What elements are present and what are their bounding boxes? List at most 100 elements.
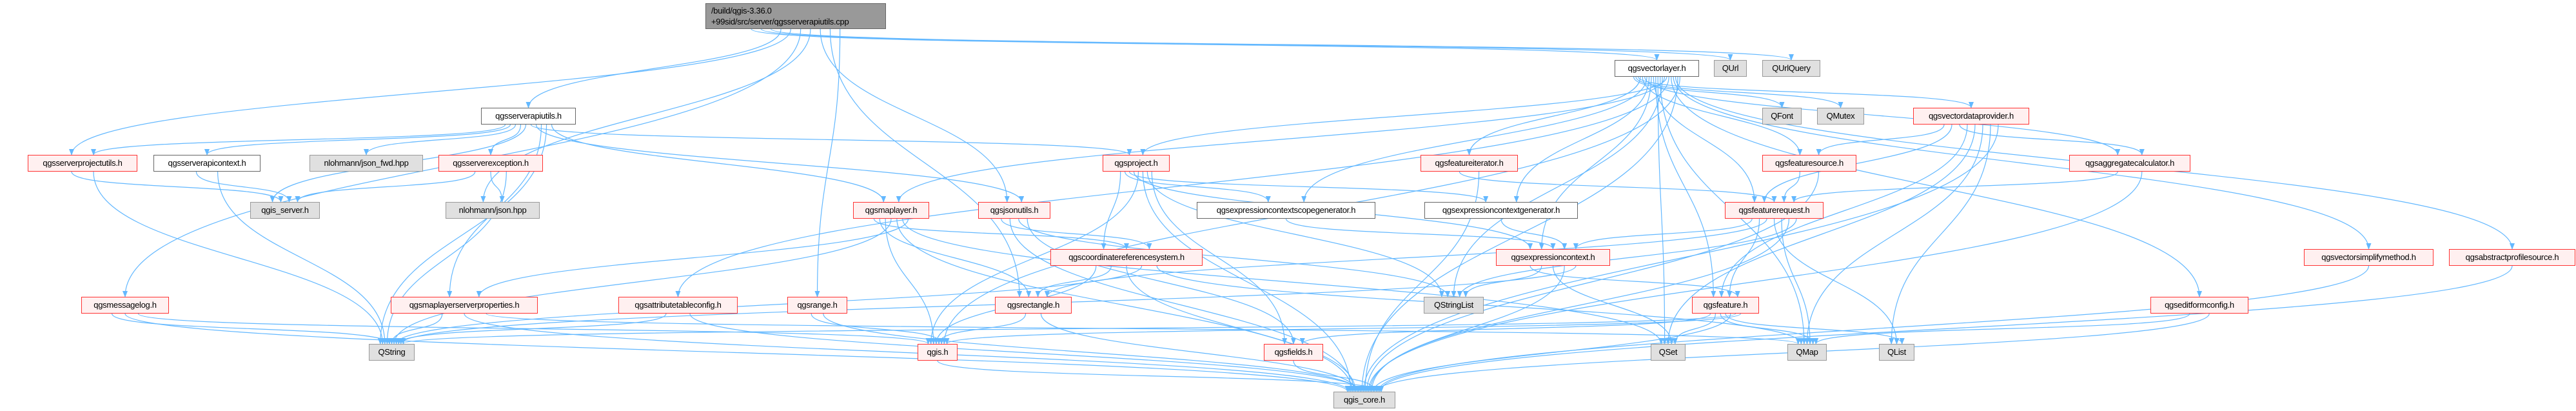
node-exprcontext[interactable]: qgsexpressioncontext.h [1496, 249, 1610, 266]
edge-aggregatecalculator-to-featurerequest [1791, 171, 2118, 203]
edge-vectordataprovider-to-featurerequest [1762, 124, 1952, 203]
edge-qgis-to-qgiscore [937, 360, 1384, 392]
edge-crs-to-rectangle [1035, 265, 1112, 297]
node-qset[interactable]: QSet [1651, 344, 1686, 361]
edge-main-to-qurlquery [771, 28, 1794, 61]
edge-vectorlayer-to-qstringlist [1451, 76, 1663, 297]
edge-vectorlayer-to-editformconfig [1671, 76, 2202, 297]
edge-vectorlayer-to-feature [1655, 76, 1716, 297]
edge-range-to-qgis [811, 313, 945, 345]
node-qgiscore[interactable]: qgis_core.h [1333, 392, 1395, 408]
node-crs[interactable]: qgscoordinatereferencesystem.h [1050, 249, 1203, 266]
node-qgisserver[interactable]: qgis_server.h [250, 202, 320, 219]
node-serverprojectutils[interactable]: qgsserverprojectutils.h [28, 155, 137, 172]
node-qlist[interactable]: QList [1879, 344, 1914, 361]
node-qurl[interactable]: QUrl [1714, 60, 1747, 77]
node-range[interactable]: qgsrange.h [787, 297, 847, 314]
edge-jsonutils-to-qstringlist [1018, 218, 1451, 297]
edge-vectorlayer-to-project [1140, 76, 1667, 155]
node-qgis[interactable]: qgis.h [918, 344, 958, 361]
edge-exprgen-to-exprcontext [1500, 218, 1568, 250]
edge-attrtableconfig-to-qgiscore [689, 313, 1363, 392]
node-mlserverprops[interactable]: qgsmaplayerserverproperties.h [391, 297, 538, 314]
node-vectordataprovider[interactable]: qgsvectordataprovider.h [1913, 108, 2029, 125]
node-vectorlayer[interactable]: qgsvectorlayer.h [1615, 60, 1699, 77]
edge-serverapiutils-to-serverexception [488, 124, 522, 155]
edge-maplayer-to-qgiscore [896, 218, 1355, 392]
edge-vectorlayer-to-exprscopegen [1301, 76, 1647, 203]
edge-mlserverprops-to-qmap [486, 313, 1801, 345]
edge-serverprojectutils-to-qstring [93, 171, 386, 345]
edge-vectordataprovider-to-feature [1718, 124, 1968, 297]
edge-vectordataprovider-to-aggregatecalculator [1959, 124, 2145, 155]
main-file-node[interactable]: /build/qgis-3.36.0 +99sid/src/server/qgs… [705, 3, 886, 29]
node-simplify[interactable]: qgsvectorsimplifymethod.h [2304, 249, 2433, 266]
edge-featuresource-to-featurerequest [1781, 171, 1800, 203]
edge-project-to-qgiscore [1142, 171, 1353, 392]
node-editformconfig[interactable]: qgseditformconfig.h [2150, 297, 2248, 314]
edge-vectorlayer-to-featureiterator [1466, 76, 1641, 155]
node-featuresource[interactable]: qgsfeaturesource.h [1762, 155, 1856, 172]
edge-exprscopegen-to-exprcontext [1285, 218, 1556, 250]
edge-exprcontext-to-qstring [398, 265, 1577, 345]
node-qstring[interactable]: QString [369, 344, 415, 361]
edge-feature-to-qstring [400, 313, 1736, 345]
edge-serverapiutils-to-jsonutils [535, 124, 1025, 203]
node-aggregatecalculator[interactable]: qgsaggregatecalculator.h [2069, 155, 2190, 172]
node-qurlquery[interactable]: QUrlQuery [1762, 60, 1820, 77]
edge-main-to-vectorlayer [751, 28, 1660, 61]
edge-rectangle-to-qgis [936, 313, 1027, 345]
node-profilesource[interactable]: qgsabstractprofilesource.h [2449, 249, 2575, 266]
edge-crs-to-qgiscore [1126, 265, 1359, 392]
edge-exprcontext-to-qgiscore [1369, 265, 1565, 392]
edge-featureiterator-to-featurerequest [1459, 171, 1777, 203]
edge-maplayer-to-qgis [885, 218, 936, 345]
edge-vectordataprovider-to-qlist [1889, 124, 1991, 345]
edge-maplayer-to-rectangle [879, 218, 1032, 297]
node-qmap[interactable]: QMap [1787, 344, 1827, 361]
edge-vectordataprovider-to-qmap [1804, 124, 1983, 345]
node-serverapiutils[interactable]: qgsserverapiutils.h [481, 108, 576, 125]
node-maplayer[interactable]: qgsmaplayer.h [853, 202, 929, 219]
node-qmutex[interactable]: QMutex [1817, 108, 1864, 125]
node-fields[interactable]: qgsfields.h [1264, 344, 1323, 361]
node-qfont[interactable]: QFont [1762, 108, 1802, 125]
edge-serverexception-to-qstring [384, 171, 507, 345]
node-featureiterator[interactable]: qgsfeatureiterator.h [1421, 155, 1518, 172]
edge-featurerequest-to-qstringlist [1457, 218, 1797, 297]
node-serverexception[interactable]: qgsserverexception.h [438, 155, 543, 172]
edge-profilesource-to-qgiscore [1377, 265, 2513, 392]
node-jsonutils[interactable]: qgsjsonutils.h [978, 202, 1050, 219]
node-rectangle[interactable]: qgsrectangle.h [995, 297, 1072, 314]
edge-vectorlayer-to-exprgen [1513, 76, 1650, 203]
edge-serverapicontext-to-qstring [217, 171, 388, 345]
node-attrtableconfig[interactable]: qgsattributetableconfig.h [618, 297, 738, 314]
node-jsonfwd[interactable]: nlohmann/json_fwd.hpp [310, 155, 423, 172]
edge-simplify-to-qgiscore [1375, 265, 2370, 392]
node-qstringlist[interactable]: QStringList [1424, 297, 1484, 314]
edge-main-to-serverprojectutils [69, 28, 791, 155]
edge-project-to-exprgen [1129, 171, 1489, 203]
edge-main-to-qurl [760, 28, 1733, 61]
edge-serverapiutils-to-jsonfwd [364, 124, 516, 155]
edge-main-to-jsonutils [820, 28, 1010, 203]
node-project[interactable]: qgsproject.h [1103, 155, 1170, 172]
edge-project-to-crs [1101, 171, 1121, 250]
edge-editformconfig-to-qmap [1813, 313, 2190, 345]
node-exprscopegen[interactable]: qgsexpressioncontextscopegenerator.h [1197, 202, 1375, 219]
edge-main-to-range [814, 28, 841, 297]
node-serverapicontext[interactable]: qgsserverapicontext.h [153, 155, 261, 172]
edge-vectorlayer-to-featurerequest [1653, 76, 1757, 203]
node-featurerequest[interactable]: qgsfeaturerequest.h [1725, 202, 1824, 219]
edge-serverapicontext-to-qgisserver [195, 171, 292, 203]
node-feature[interactable]: qgsfeature.h [1692, 297, 1759, 314]
edge-vectorlayer-to-qmutex [1635, 76, 1844, 108]
node-json[interactable]: nlohmann/json.hpp [446, 202, 540, 219]
node-exprgen[interactable]: qgsexpressioncontextgenerator.h [1424, 202, 1578, 219]
edge-project-to-qstringlist [1146, 171, 1444, 297]
node-messagelog[interactable]: qgsmessagelog.h [81, 297, 169, 314]
edge-serverapiutils-to-project [530, 124, 1132, 155]
edge-aggregatecalculator-to-qgiscore [1366, 171, 2143, 392]
